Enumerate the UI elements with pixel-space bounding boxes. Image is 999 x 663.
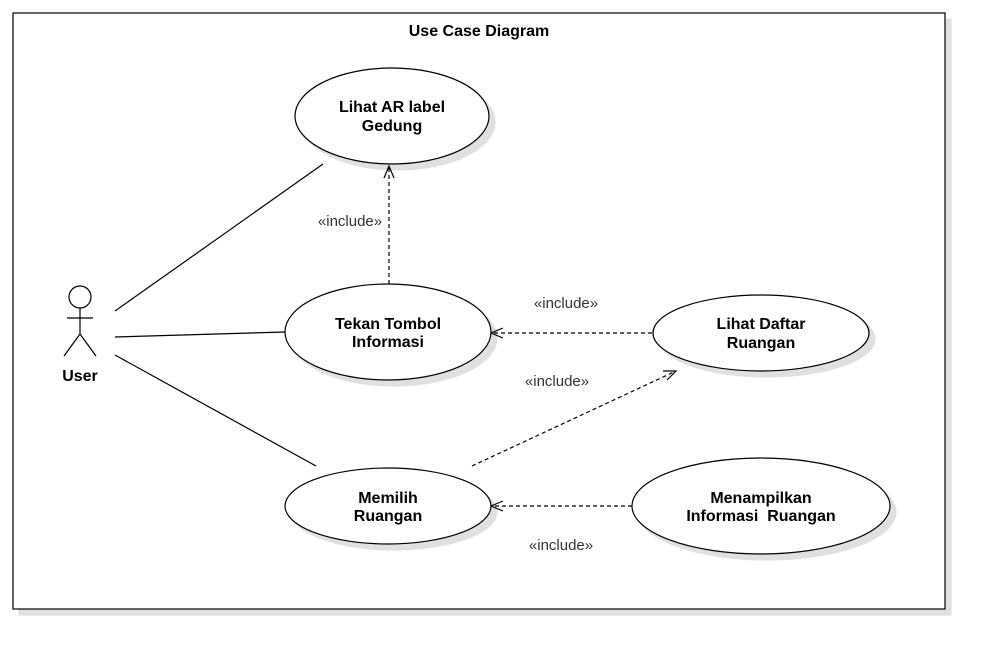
use-case-label-line: Ruangan — [354, 508, 422, 525]
actor-head — [68, 285, 92, 309]
use-case-label-line: Gedung — [362, 118, 422, 135]
use-case-label-line: Tekan Tombol — [335, 316, 441, 333]
include-label-2: «include» — [534, 295, 598, 312]
association-user-memilih — [114, 354, 317, 467]
use-case-lihat-ar-label-gedung[interactable]: Lihat AR label Gedung — [294, 67, 490, 165]
include-label-4: «include» — [529, 537, 593, 554]
actor-label: User — [62, 368, 98, 385]
use-case-menampilkan-informasi-ruangan[interactable]: Menampilkan Informasi Ruangan — [631, 457, 891, 555]
use-case-label-line: Menampilkan — [710, 490, 811, 507]
association-user-tekan-tombol — [114, 331, 286, 338]
actor-left-leg — [63, 333, 81, 357]
use-case-memilih-ruangan[interactable]: Memilih Ruangan — [284, 467, 492, 545]
include-memilih-to-daftar — [471, 370, 678, 467]
use-case-label-line: Lihat Daftar — [717, 316, 806, 333]
association-user-lihat-ar — [114, 163, 324, 312]
use-case-label-line: Memilih — [358, 490, 418, 507]
actor-right-leg — [79, 333, 97, 357]
use-case-tekan-tombol-informasi[interactable]: Tekan Tombol Informasi — [284, 283, 492, 381]
diagram-title: Use Case Diagram — [409, 23, 550, 40]
use-case-lihat-daftar-ruangan[interactable]: Lihat Daftar Ruangan — [652, 294, 870, 372]
use-case-label-line: Lihat AR label — [339, 99, 445, 116]
use-case-label-line: Informasi — [352, 334, 424, 351]
actor-user[interactable]: User — [62, 285, 98, 385]
use-case-label-line: Ruangan — [727, 335, 795, 352]
include-label-1: «include» — [318, 213, 382, 230]
include-label-3: «include» — [525, 373, 589, 390]
use-case-label-line: Informasi Ruangan — [686, 508, 835, 525]
include-tekan-to-lihat-ar — [383, 164, 395, 284]
